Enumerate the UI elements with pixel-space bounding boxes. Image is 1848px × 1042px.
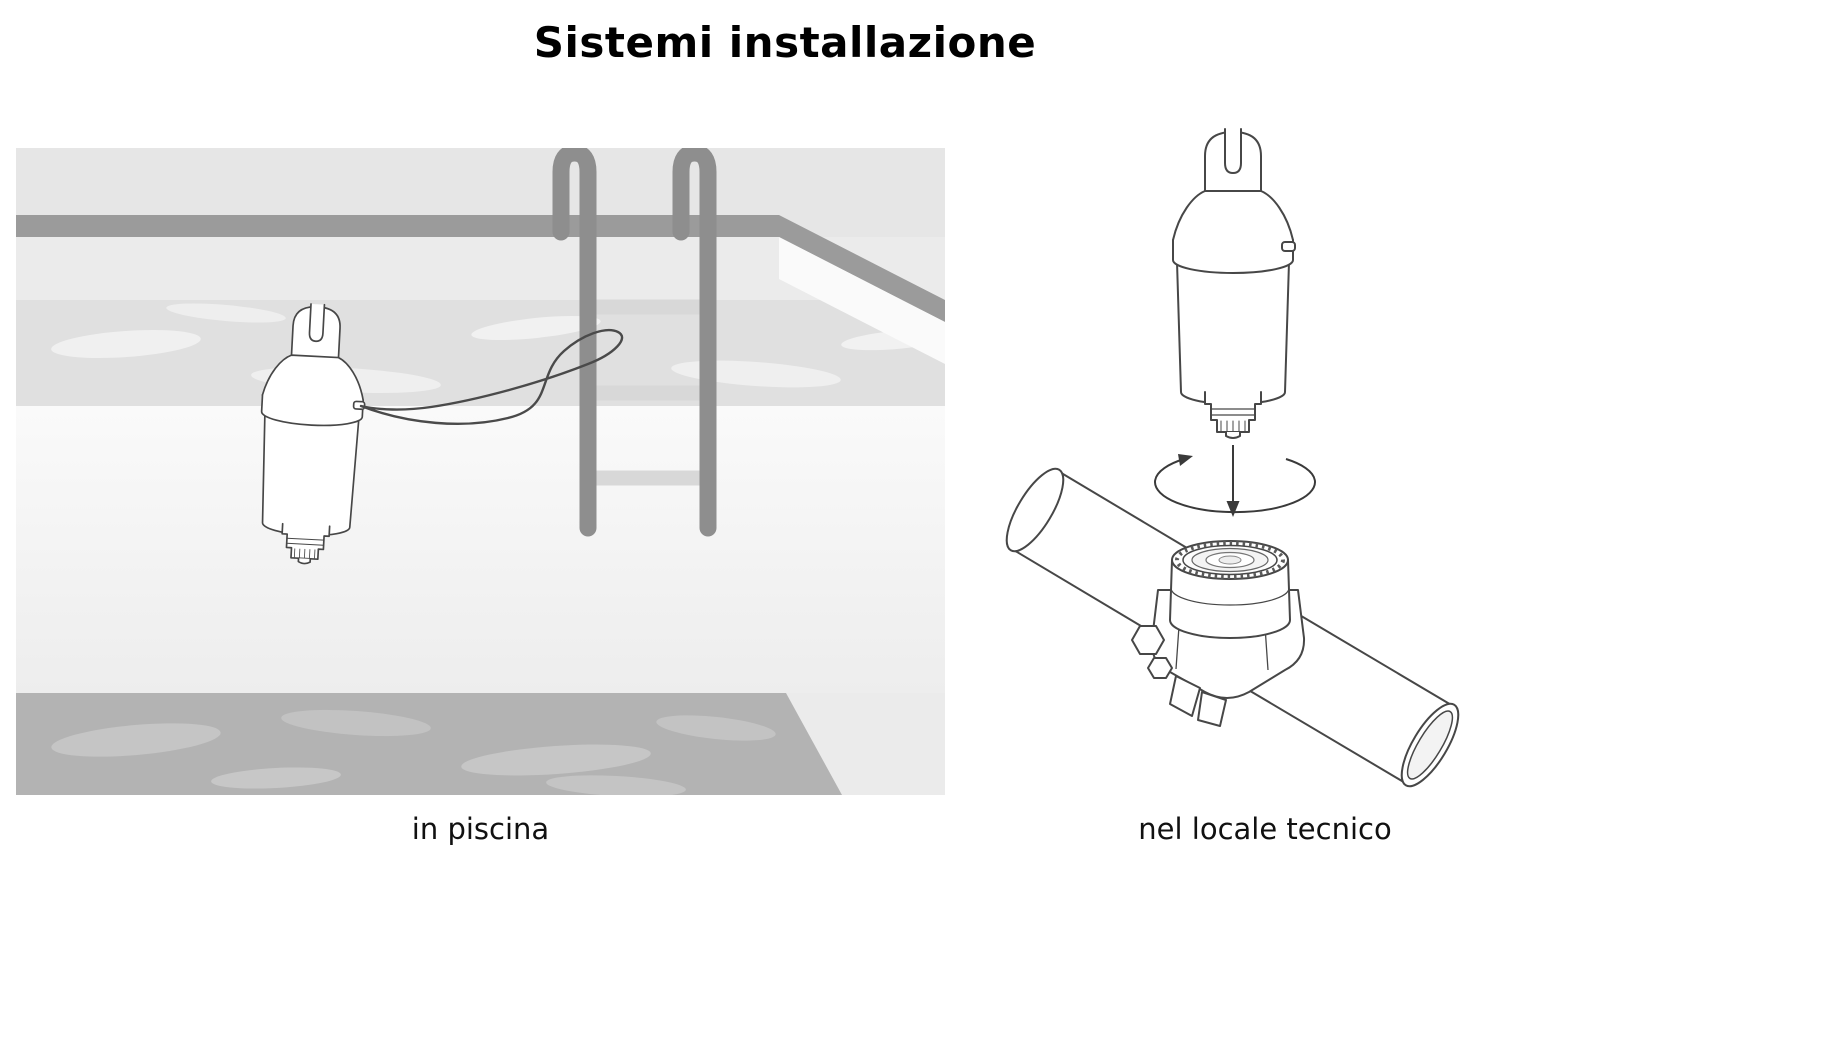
pipe-open-end bbox=[1400, 702, 1460, 788]
down-arrow-icon bbox=[1226, 445, 1240, 517]
page-title: Sistemi installazione bbox=[533, 18, 1037, 67]
pool-ladder bbox=[552, 148, 717, 537]
pool-scene bbox=[16, 148, 945, 795]
flange-tab bbox=[1169, 675, 1201, 717]
threaded-socket-opening bbox=[1171, 540, 1289, 580]
tee-fitting bbox=[1131, 540, 1306, 727]
caption-in-pool: in piscina bbox=[411, 812, 550, 846]
rotation-arrow-icon bbox=[1154, 454, 1316, 514]
pool-floor bbox=[16, 693, 842, 795]
technical-room-illustration bbox=[1005, 128, 1460, 788]
technical-room-scene bbox=[980, 120, 1480, 800]
pool-scene-illustration bbox=[16, 148, 945, 795]
pool-wall bbox=[16, 406, 945, 693]
hex-nut-small bbox=[1147, 657, 1173, 679]
ladder-rungs bbox=[594, 299, 702, 486]
water-surface bbox=[16, 300, 945, 406]
hex-nut bbox=[1131, 625, 1165, 655]
caption-technical-room: nel locale tecnico bbox=[1138, 812, 1392, 846]
tether-cable bbox=[359, 328, 624, 425]
sensor-device bbox=[1172, 128, 1296, 439]
ladder-rails bbox=[552, 148, 717, 537]
flange-tab bbox=[1197, 691, 1227, 727]
